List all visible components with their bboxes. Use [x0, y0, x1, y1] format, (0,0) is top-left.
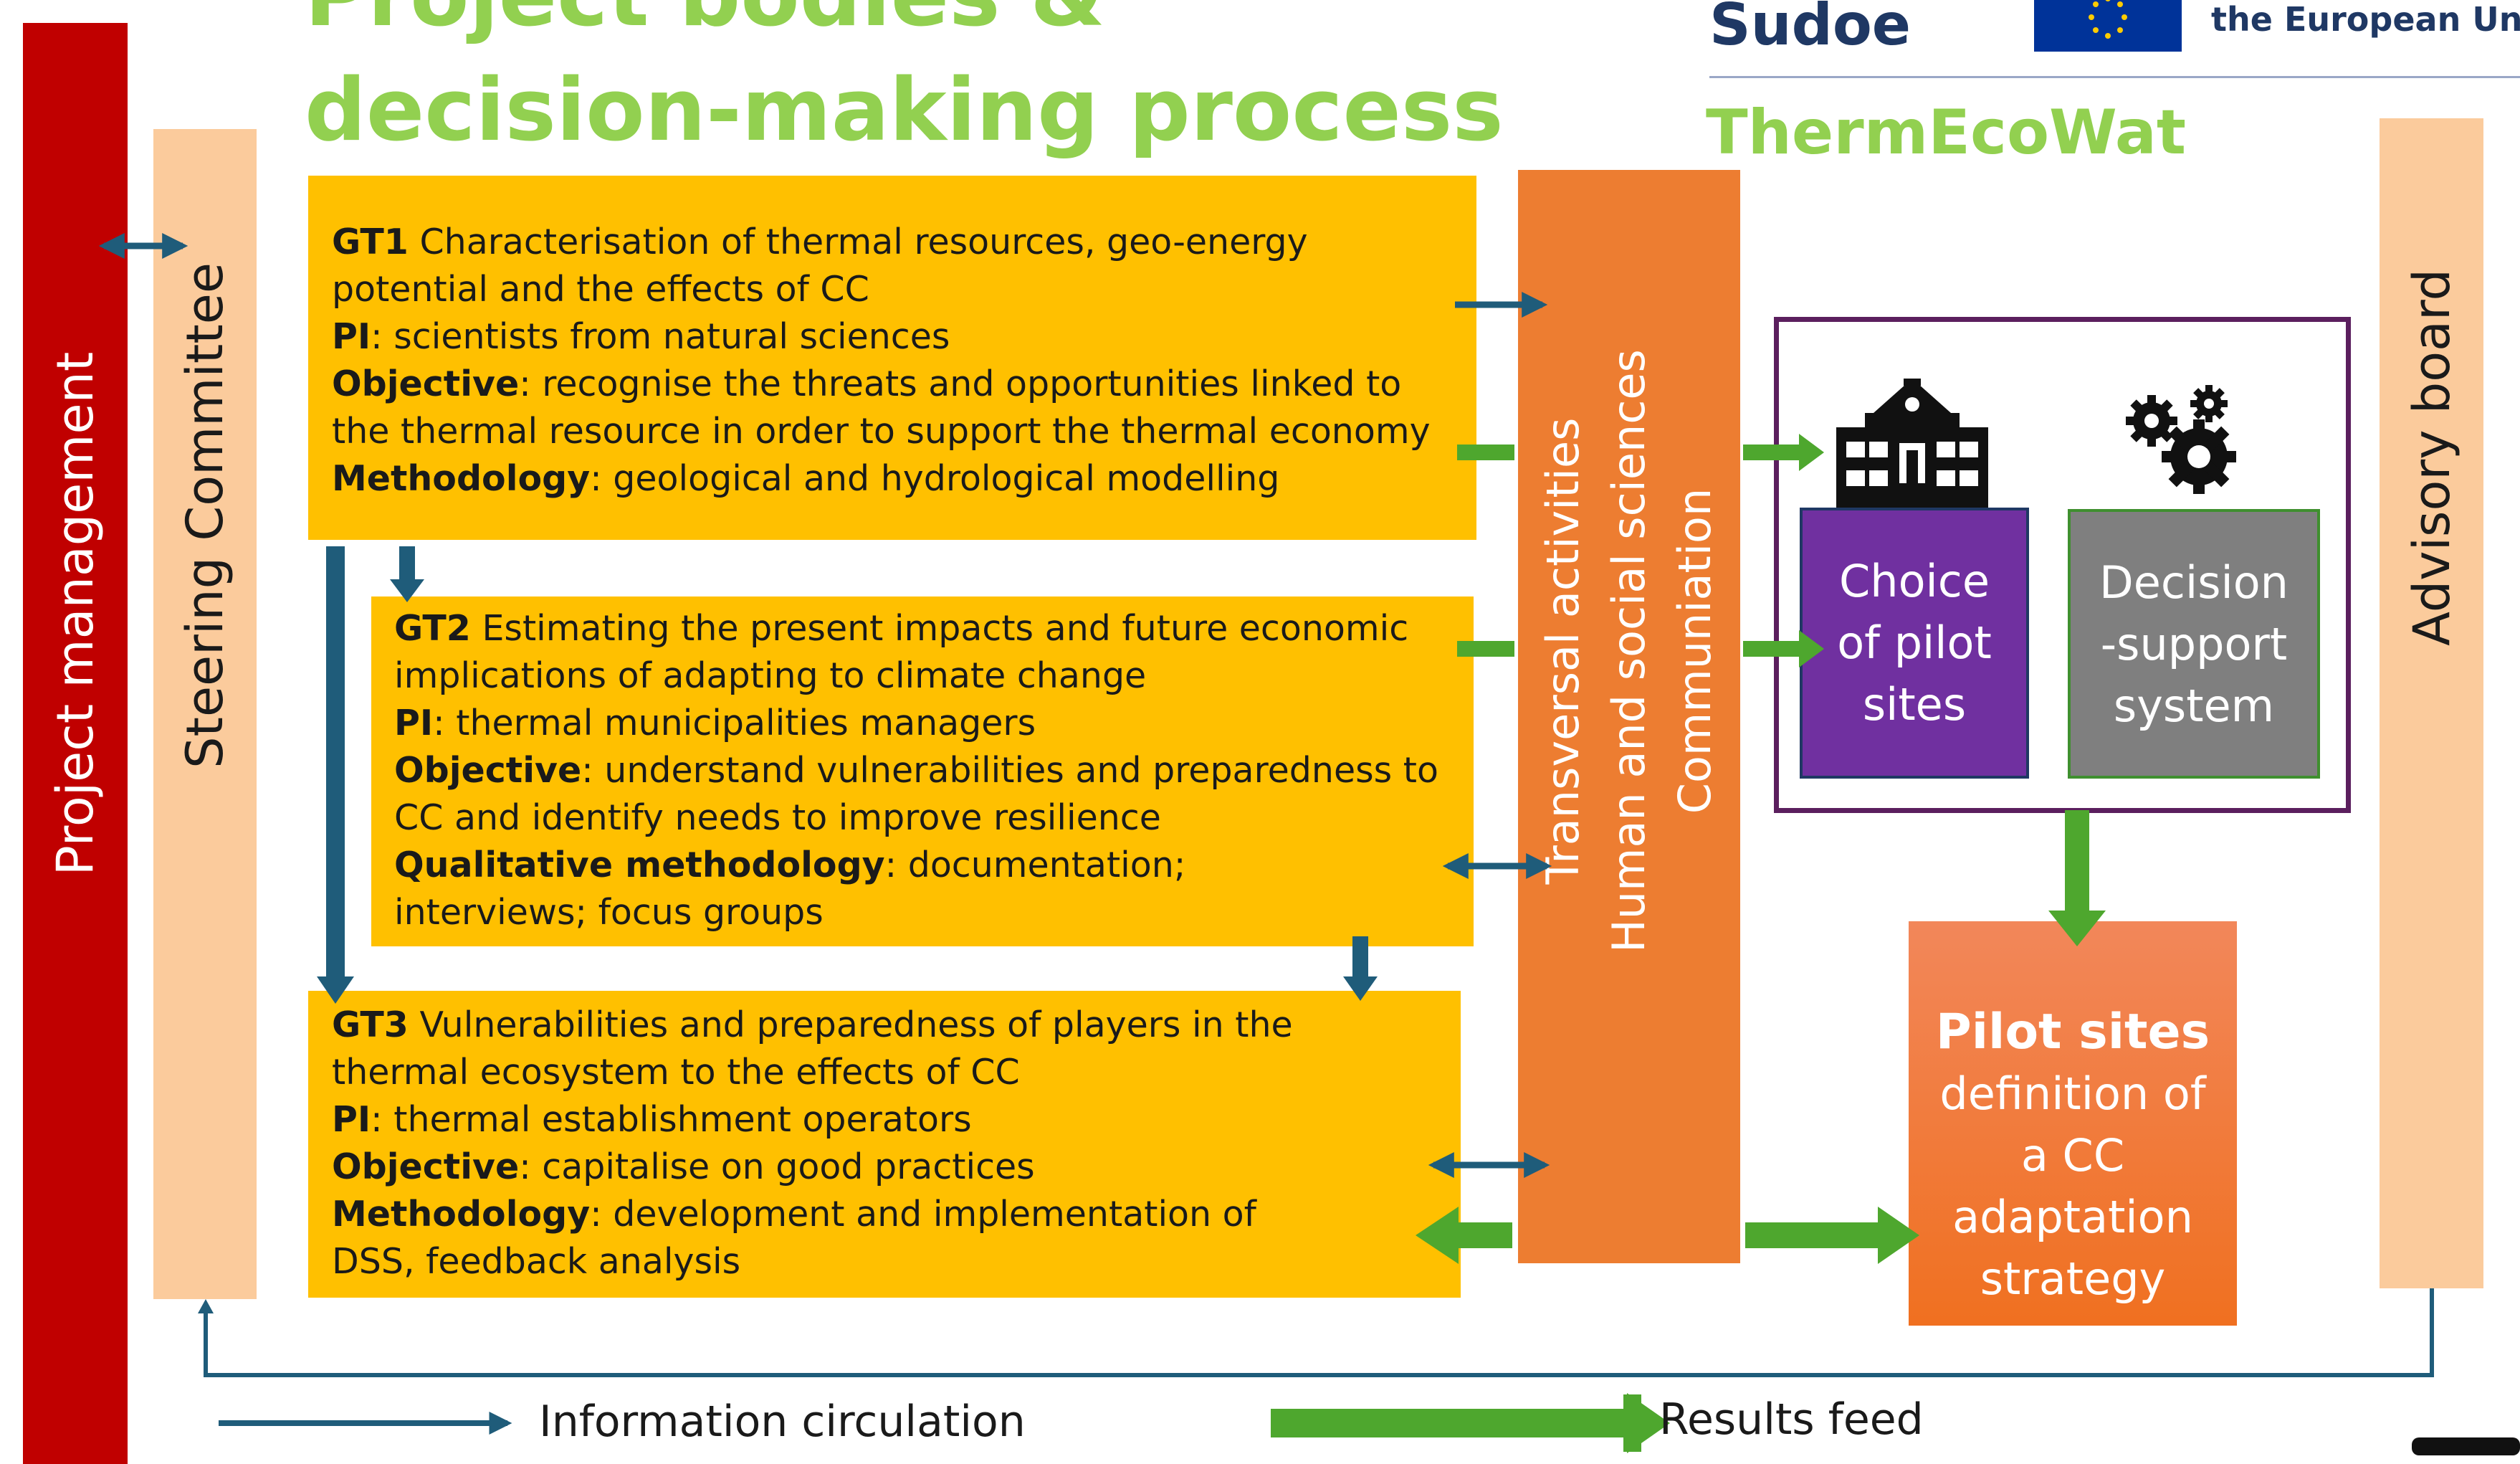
legend-info-label: Information circulation [539, 1397, 1026, 1447]
decision-support-system-box: Decision -support system [2068, 509, 2320, 779]
dss-line1: Decision [2099, 556, 2288, 609]
gt2-methodology-label: Qualitative methodology [394, 845, 885, 885]
gt1-pi-label: PI [332, 316, 371, 357]
choice-line1: Choice [1839, 555, 1990, 607]
results-dash-gt1 [1457, 445, 1514, 460]
gt2-text: Estimating the present impacts and futur… [394, 608, 1409, 696]
gt1-box: GT1 Characterisation of thermal resource… [308, 176, 1476, 540]
title-line2: decision-making process [305, 61, 1504, 161]
gt3-code: GT3 [332, 1004, 409, 1045]
info-arrow-gt2-gt3 [1343, 936, 1378, 1001]
results-arrow-frame-to-pilot [2048, 810, 2106, 946]
gt3-box: GT3 Vulnerabilities and preparedness of … [308, 991, 1461, 1298]
gt1-pi-text: : scientists from natural sciences [371, 316, 950, 357]
feedback-loop-line [204, 1288, 2434, 1377]
gt2-methodology-text: : documentation; interviews; focus group… [394, 845, 1186, 933]
gt2-objective: Objective: understand vulnerabilities an… [394, 747, 1459, 842]
project-name: ThermEcoWat [1706, 97, 2186, 168]
project-management-bar: Project management [23, 23, 128, 1464]
advisory-board-bar: Advisory board [2380, 118, 2483, 1288]
pilot-line4: strategy [1980, 1253, 2166, 1305]
interreg-logo-text: Sudoe [1709, 0, 1912, 58]
results-arrow-transversal-to-pilot [1745, 1207, 1919, 1264]
dss-line3: system [2113, 680, 2275, 732]
gt1-text: Characterisation of thermal resources, g… [332, 222, 1308, 310]
gt2-methodology: Qualitative methodology: documentation; … [394, 842, 1459, 936]
results-dash-gt2 [1457, 641, 1514, 657]
gt2-pi-text: : thermal municipalities managers [433, 703, 1036, 743]
results-arrow-to-dss-input [1743, 630, 1824, 667]
results-arrow-to-choice [1743, 434, 1824, 471]
pilot-line1: definition of [1939, 1068, 2206, 1120]
gt2-code: GT2 [394, 608, 471, 649]
gt1-objective-label: Objective [332, 363, 520, 404]
gt2-title: GT2 Estimating the present impacts and f… [394, 605, 1459, 700]
steering-committee-bar: Steering Committee [153, 129, 257, 1299]
gt3-methodology-label: Methodology [332, 1194, 591, 1235]
info-arrow-gt1-gt2 [390, 546, 424, 602]
legend-results-arrow [1271, 1393, 1670, 1453]
gt2-pi: PI: thermal municipalities managers [394, 700, 1459, 747]
choice-of-pilot-sites-box: Choice of pilot sites [1800, 508, 2029, 779]
gt3-title: GT3 Vulnerabilities and preparedness of … [332, 1002, 1432, 1096]
feedback-loop-arrowhead [198, 1299, 214, 1313]
transversal-activities-column: Transversal activities Human and social … [1518, 170, 1740, 1263]
gt3-objective-label: Objective [332, 1146, 520, 1187]
gt1-objective: Objective: recognise the threats and opp… [332, 361, 1455, 455]
gt1-objective-text: : recognise the threats and opportunitie… [332, 363, 1431, 452]
gt3-objective: Objective: capitalise on good practices [332, 1144, 1432, 1191]
gt1-title: GT1 Characterisation of thermal resource… [332, 219, 1455, 313]
choice-line3: sites [1862, 678, 1967, 731]
pilot-heading: Pilot sites [1935, 1004, 2210, 1060]
info-arrow-gt1-gt3 [317, 546, 354, 1004]
gt1-methodology-label: Methodology [332, 458, 591, 499]
gears-icon [2123, 384, 2243, 498]
pilot-line2: a CC [2020, 1129, 2125, 1182]
gt3-pi-label: PI [332, 1099, 371, 1140]
eu-funding-text: the European Union [2211, 0, 2520, 39]
gt3-objective-text: : capitalise on good practices [519, 1146, 1035, 1187]
gt3-methodology-text: : development and implementation of DSS,… [332, 1194, 1256, 1282]
gt3-methodology: Methodology: development and implementat… [332, 1191, 1432, 1285]
gt3-pi-text: : thermal establishment operators [371, 1099, 972, 1140]
gt2-objective-label: Objective [394, 750, 582, 791]
gt2-pi-label: PI [394, 703, 434, 743]
gt1-code: GT1 [332, 222, 409, 262]
pilot-sites-strategy-box: Pilot sites definition of a CC adaptatio… [1909, 921, 2237, 1326]
title-line1: Project bodies & [305, 0, 1105, 43]
corner-mark [2412, 1437, 2520, 1455]
eu-flag-icon [2034, 0, 2182, 52]
gt3-text: Vulnerabilities and preparedness of play… [332, 1004, 1293, 1093]
results-arrow-transversal-to-gt3 [1416, 1207, 1512, 1264]
pilot-line3: adaptation [1952, 1191, 2193, 1243]
gt3-pi: PI: thermal establishment operators [332, 1096, 1432, 1144]
header-divider [1709, 76, 2520, 78]
gt2-box: GT2 Estimating the present impacts and f… [371, 596, 1474, 946]
gt1-pi: PI: scientists from natural sciences [332, 313, 1455, 361]
choice-line2: of pilot [1837, 617, 1992, 669]
gt1-methodology-text: : geological and hydrological modelling [590, 458, 1280, 499]
decision-tools-frame [1774, 317, 2351, 813]
dss-line2: -support [2100, 618, 2288, 670]
gt2-objective-text: : understand vulnerabilities and prepare… [394, 750, 1438, 838]
legend-results-label: Results feed [1659, 1394, 1924, 1445]
school-icon [1836, 379, 1988, 509]
gt1-methodology: Methodology: geological and hydrological… [332, 455, 1455, 503]
